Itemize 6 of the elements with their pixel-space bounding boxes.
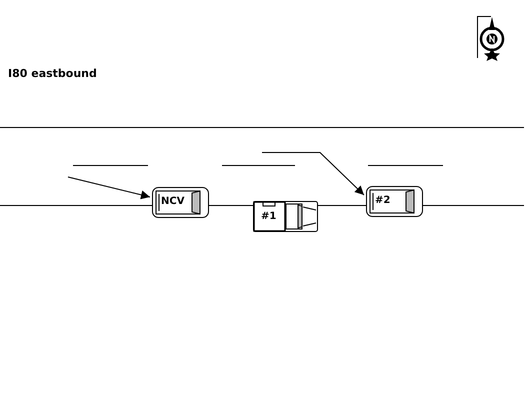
vehicle-label: NCV (161, 196, 184, 208)
title: I80 eastbound (8, 67, 97, 80)
vehicle-label: #2 (375, 195, 390, 207)
arrow (262, 152, 364, 196)
arrow (68, 176, 150, 200)
vehicle-label: #1 (261, 211, 276, 223)
